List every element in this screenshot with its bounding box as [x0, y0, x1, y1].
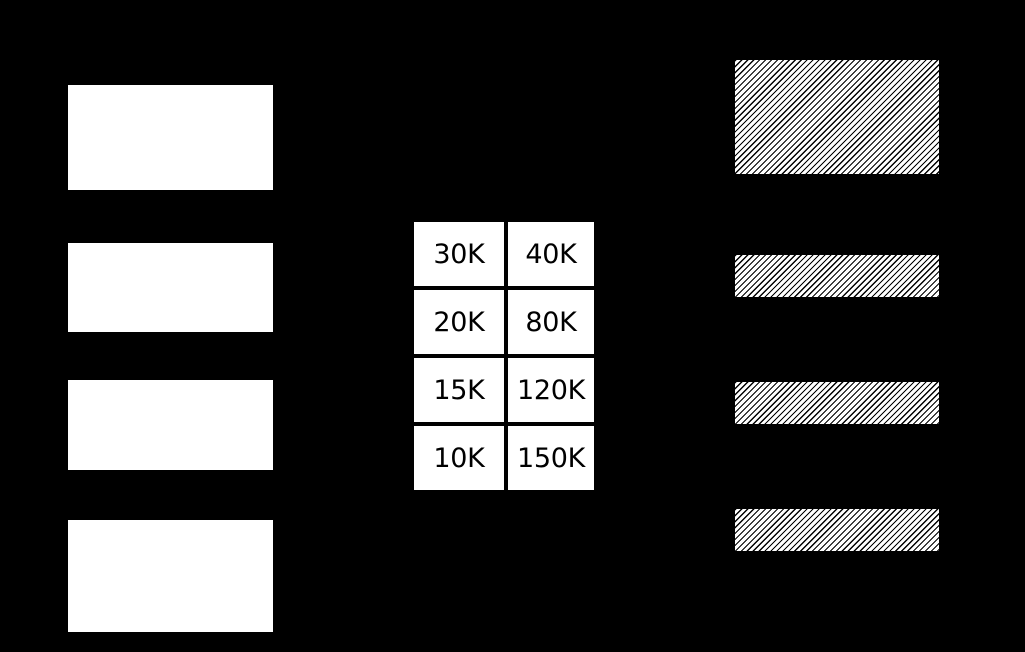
table-cell-r2c2[interactable]: 80K — [508, 290, 594, 354]
stage-plate-1[interactable] — [68, 85, 273, 190]
table-cell-r1c2[interactable]: 40K — [508, 222, 594, 286]
stage-plate-4[interactable] — [68, 520, 273, 632]
hatched-bar-3[interactable] — [735, 382, 939, 424]
hatched-bar-4[interactable] — [735, 509, 939, 551]
hatched-bar-1[interactable] — [735, 60, 939, 174]
table-cell-r2c1[interactable]: 20K — [414, 290, 504, 354]
table-cell-r1c1[interactable]: 30K — [414, 222, 504, 286]
table-cell-r3c2[interactable]: 120K — [508, 358, 594, 422]
table-cell-r4c2[interactable]: 150K — [508, 426, 594, 490]
table-cell-r3c1[interactable]: 15K — [414, 358, 504, 422]
stage-plate-2[interactable] — [68, 243, 273, 332]
table-cell-r4c1[interactable]: 10K — [414, 426, 504, 490]
stage-plate-3[interactable] — [68, 380, 273, 470]
metrics-table: 30K 40K 20K 80K 15K 120K 10K 150K — [414, 222, 594, 490]
hatched-bar-2[interactable] — [735, 255, 939, 297]
